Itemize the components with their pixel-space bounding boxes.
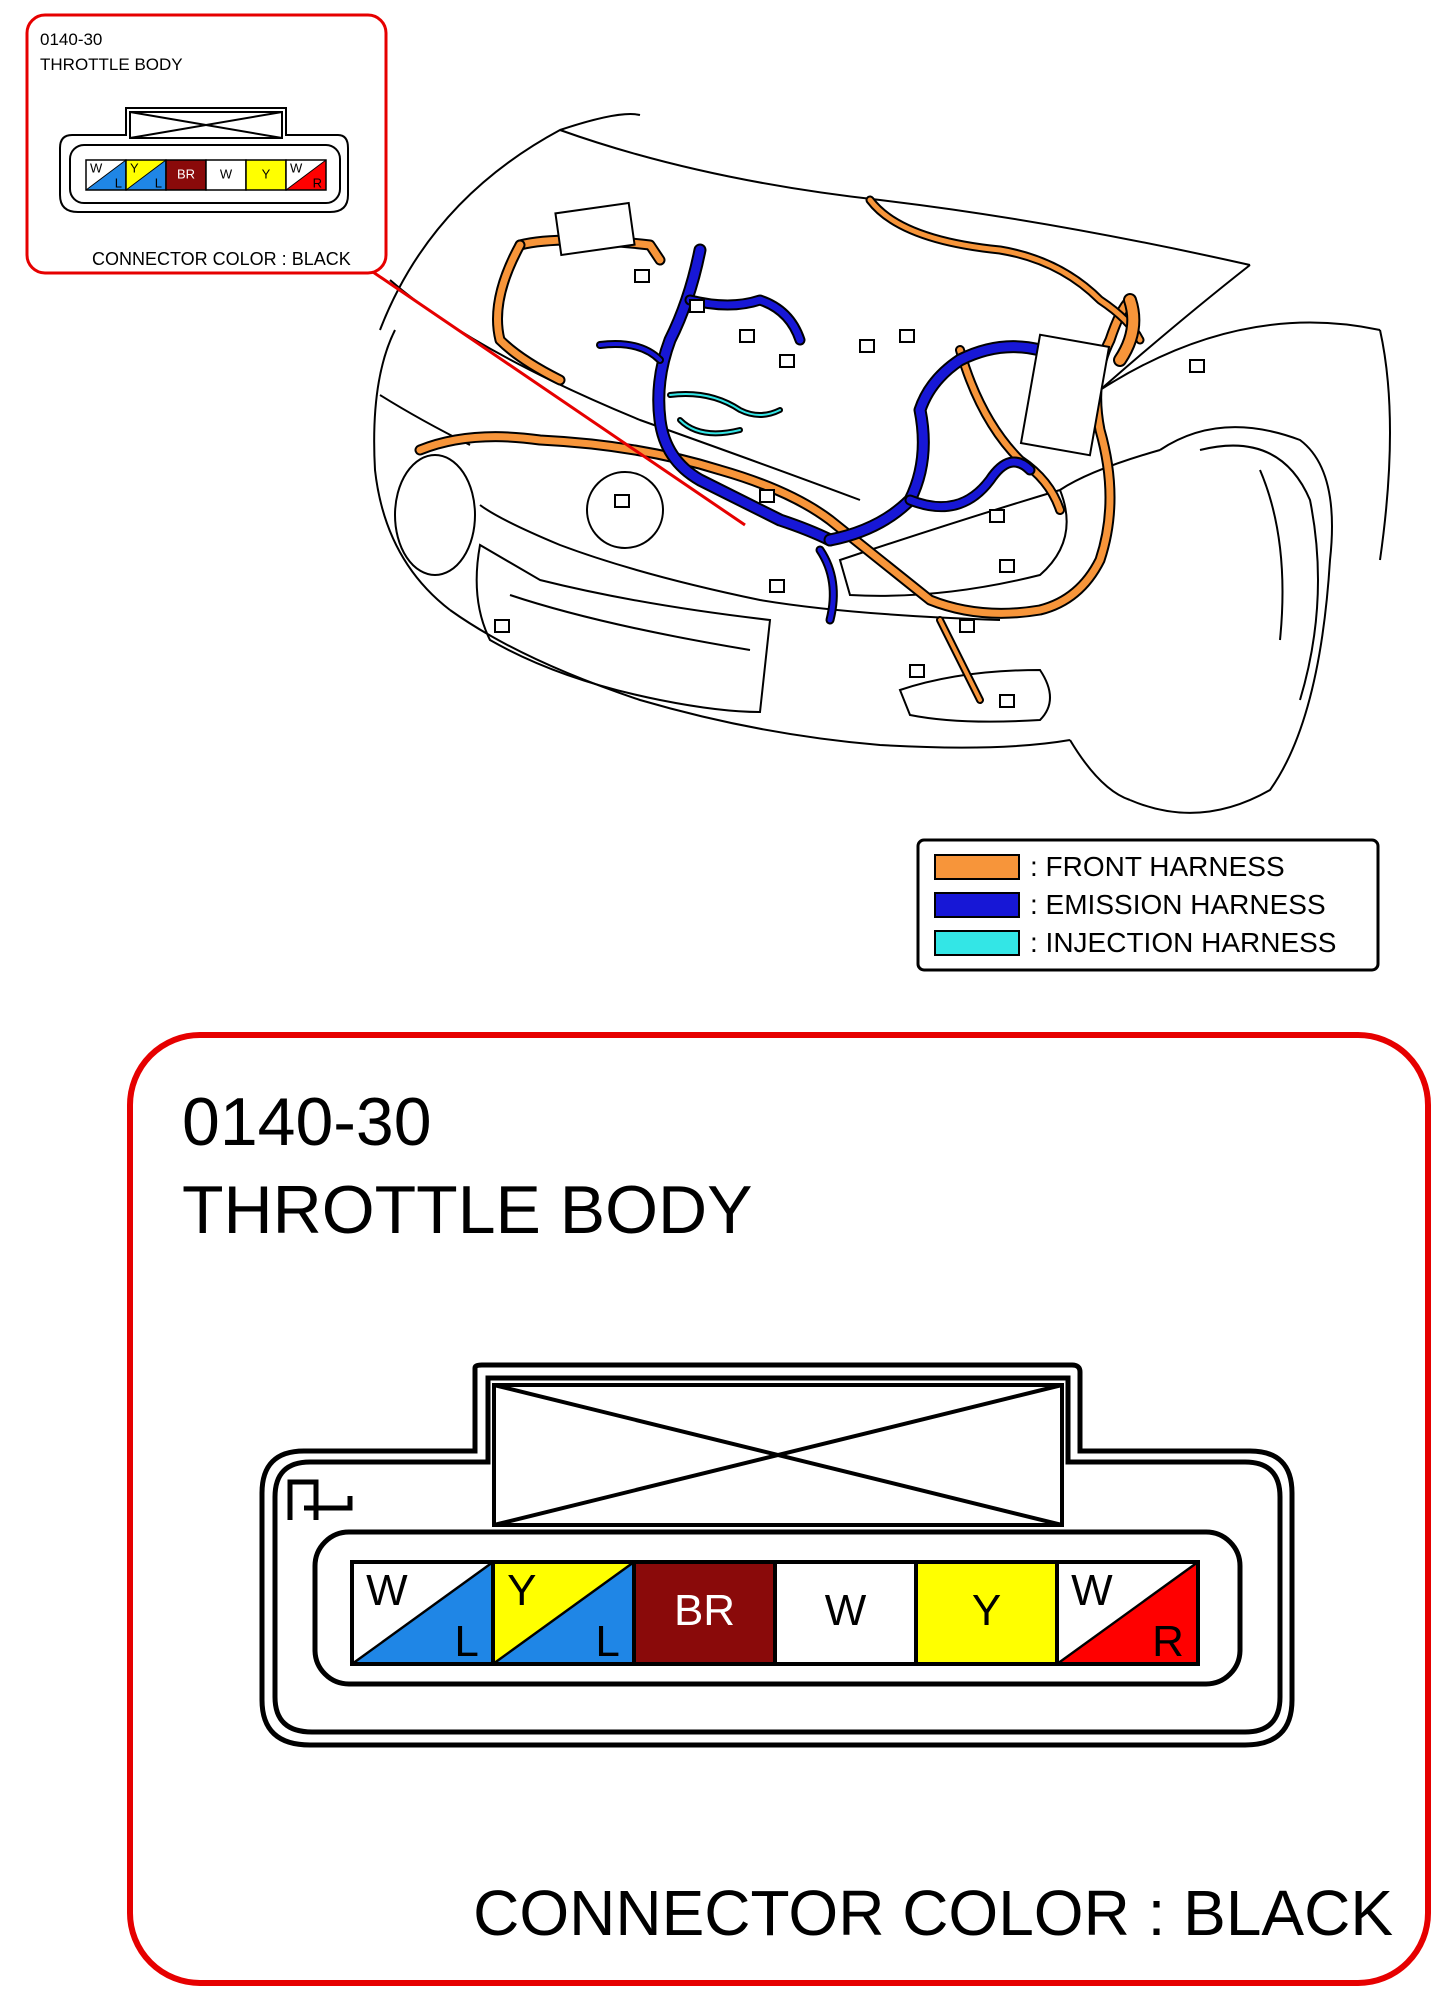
car-illustration <box>373 113 1391 814</box>
detail-pin-3-label: BR <box>674 1586 735 1635</box>
legend-swatch-front <box>934 854 1020 880</box>
legend-swatch-emission <box>934 892 1020 918</box>
detail-pin-2-bottom: L <box>595 1617 619 1666</box>
small-pin-2: YL <box>125 159 167 191</box>
detail-pin-5: Y <box>914 1560 1059 1666</box>
detail-code: 0140-30 <box>182 1084 432 1160</box>
detail-pin-1-bottom: L <box>454 1617 478 1666</box>
callout-small-connector-color: CONNECTOR COLOR : BLACK <box>92 249 351 269</box>
small-pin-1-bottom: L <box>115 176 122 191</box>
callout-small-connector <box>59 107 349 213</box>
detail-connector-color: CONNECTOR COLOR : BLACK <box>473 1877 1393 1949</box>
detail-pin-6-top: W <box>1071 1566 1113 1615</box>
callout-small-code: 0140-30 <box>40 30 102 49</box>
small-pin-6: WR <box>285 159 327 191</box>
legend-label-emission: : EMISSION HARNESS <box>1030 889 1326 920</box>
detail-pin-2-top: Y <box>507 1566 536 1615</box>
small-pin-5: Y <box>245 159 287 191</box>
detail-pin-2: YL <box>491 1560 636 1666</box>
small-pin-1-top: W <box>90 161 103 176</box>
connector-lock-tab <box>492 1383 1064 1527</box>
detail-pin-1-top: W <box>366 1566 408 1615</box>
small-pin-4: W <box>205 159 247 191</box>
detail-pin-5-label: Y <box>972 1586 1001 1635</box>
legend-label-injection: : INJECTION HARNESS <box>1030 927 1336 958</box>
small-pin-5-label: Y <box>262 167 271 182</box>
legend: : FRONT HARNESS : EMISSION HARNESS : INJ… <box>916 838 1380 972</box>
legend-item-emission: : EMISSION HARNESS <box>934 889 1326 920</box>
injection-harness <box>667 391 783 437</box>
emission-harness <box>596 243 1047 625</box>
connector-housing <box>259 1362 1295 1748</box>
small-pin-4-label: W <box>220 167 233 182</box>
detail-pin-1: WL <box>350 1560 495 1666</box>
detail-pin-6-bottom: R <box>1152 1617 1184 1666</box>
harness-connectors <box>494 201 1205 708</box>
small-pin-3-label: BR <box>177 167 195 182</box>
callout-small-name: THROTTLE BODY <box>40 55 183 74</box>
detail-name: THROTTLE BODY <box>182 1172 753 1248</box>
small-pin-2-top: Y <box>130 161 139 176</box>
detail-pin-4: W <box>773 1560 918 1666</box>
callout-pointer-line <box>369 268 746 527</box>
small-pin-1: WL <box>85 159 127 191</box>
legend-label-front: : FRONT HARNESS <box>1030 851 1285 882</box>
small-pin-6-top: W <box>290 161 303 176</box>
connector-terminal-frame <box>312 1529 1243 1687</box>
legend-item-injection: : INJECTION HARNESS <box>934 927 1336 958</box>
detail-pin-3: BR <box>632 1560 777 1666</box>
front-harness <box>414 195 1145 704</box>
detail-pin-6: WR <box>1055 1560 1200 1666</box>
detail-pin-4-label: W <box>825 1586 867 1635</box>
small-pin-2-bottom: L <box>155 176 162 191</box>
small-pin-3: BR <box>165 159 207 191</box>
small-pin-6-bottom: R <box>313 176 322 191</box>
legend-swatch-injection <box>934 930 1020 956</box>
legend-item-front: : FRONT HARNESS <box>934 851 1285 882</box>
